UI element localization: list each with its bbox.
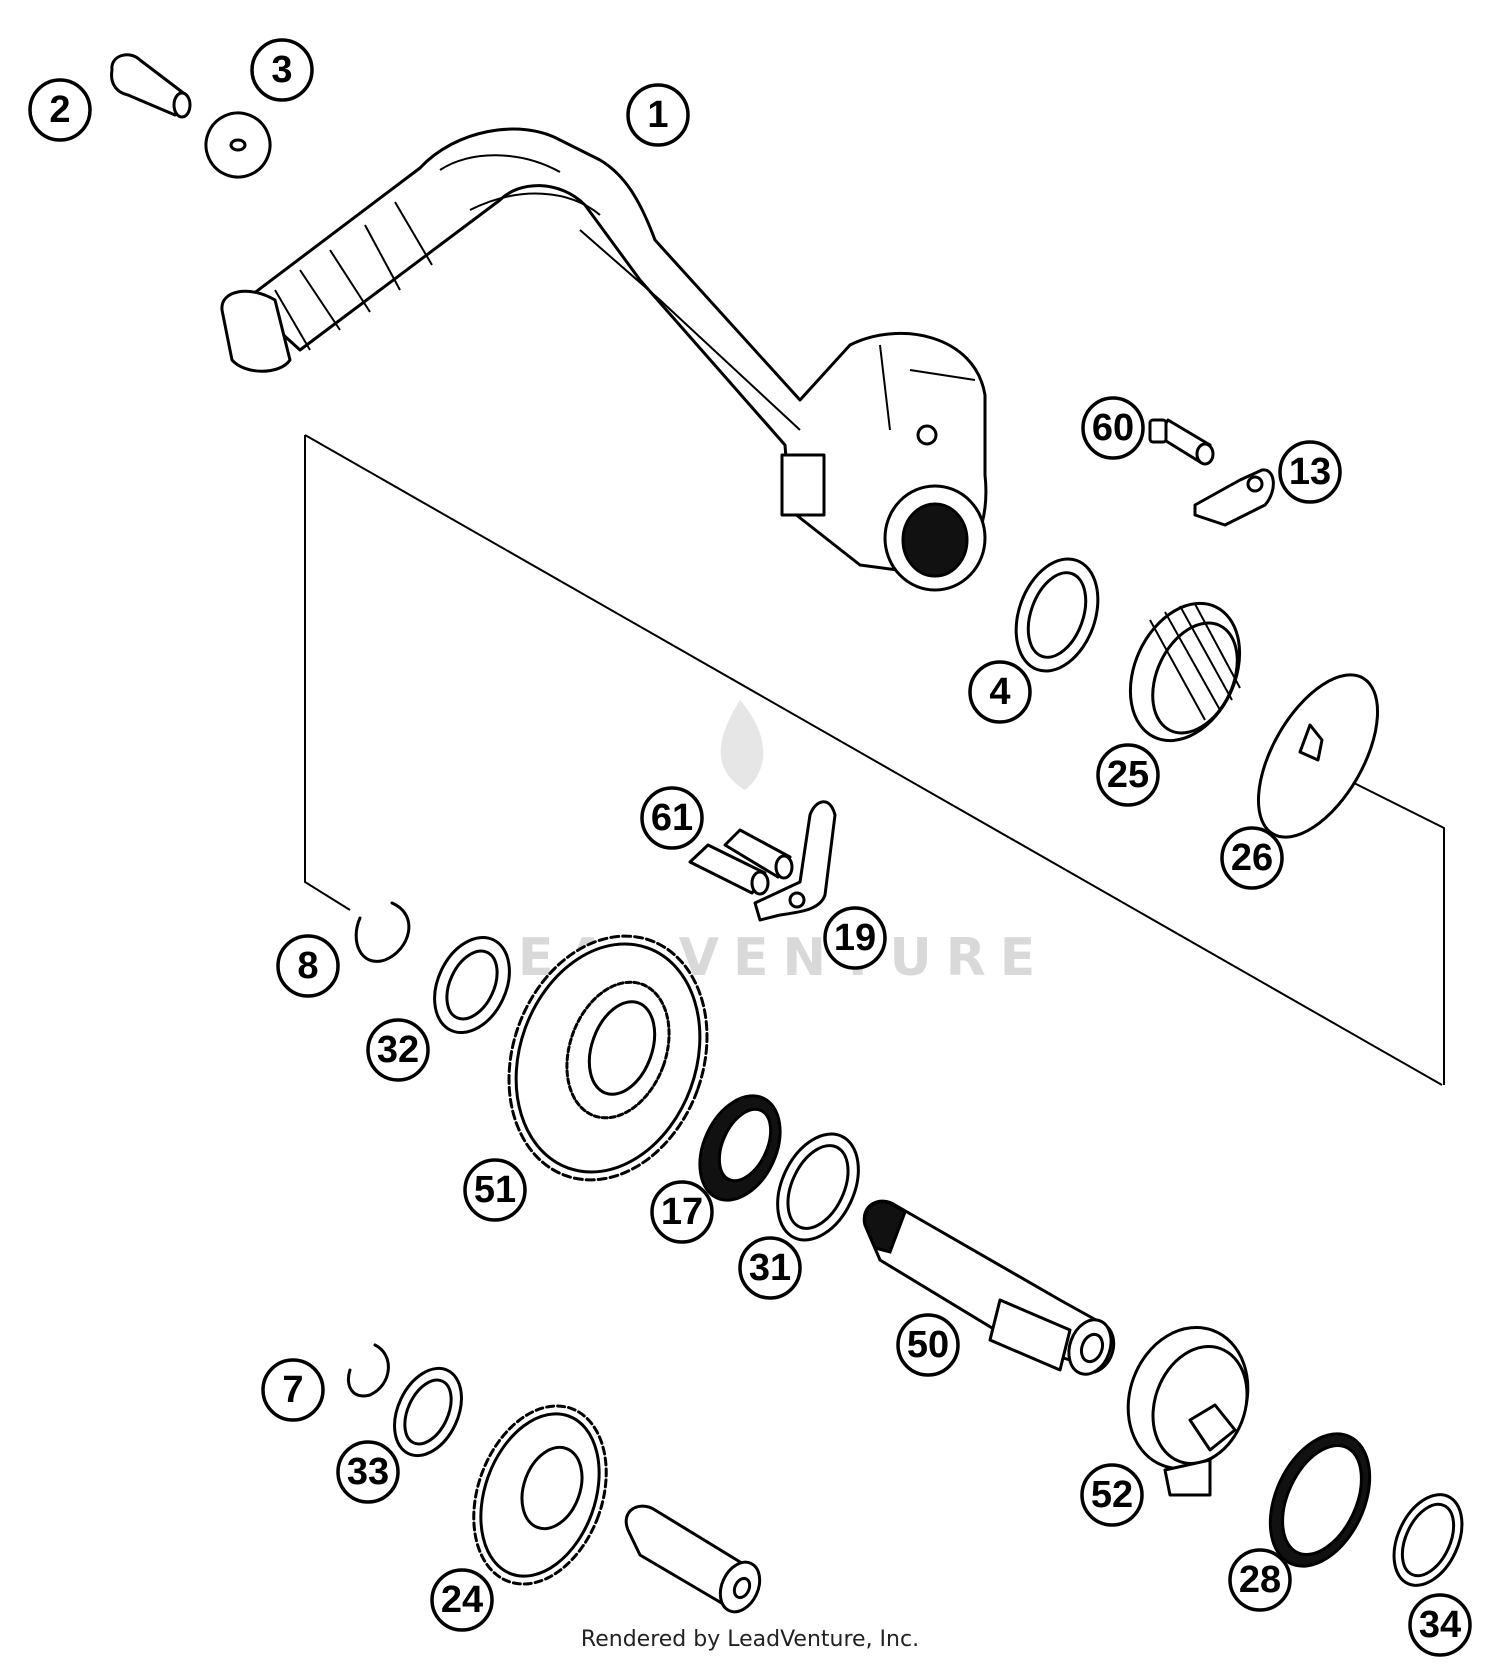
callout-label-28: 28 (1239, 1559, 1281, 1601)
callout-label-26: 26 (1231, 837, 1273, 879)
callout-7: 7 (261, 1358, 325, 1422)
callout-label-13: 13 (1289, 451, 1331, 493)
callout-label-2: 2 (49, 89, 70, 131)
part-disc-26 (1256, 673, 1380, 839)
callout-33: 33 (336, 1440, 400, 1504)
part-ratchet-52 (1126, 1325, 1250, 1497)
callout-34: 34 (1408, 1593, 1472, 1657)
part-washer-32 (433, 935, 511, 1035)
part-sleeve (624, 1504, 762, 1614)
part-ring-28 (1268, 1432, 1372, 1568)
callout-19: 19 (823, 906, 887, 970)
callout-24: 24 (430, 1568, 494, 1632)
part-gear-51 (507, 934, 709, 1182)
callout-60: 60 (1081, 396, 1145, 460)
part-screw-60 (1148, 418, 1215, 466)
callout-label-3: 3 (271, 49, 292, 91)
part-washer-3 (204, 111, 272, 179)
watermark-flame-icon (720, 700, 764, 790)
part-kickstarter-lever (220, 127, 988, 592)
callout-31: 31 (738, 1236, 802, 1300)
part-gear-24 (472, 1404, 608, 1586)
part-bearing-17 (698, 1094, 782, 1202)
render-credit: Rendered by LeadVenture, Inc. (580, 1627, 920, 1652)
part-circlip-7 (346, 1343, 390, 1398)
callout-51: 51 (463, 1158, 527, 1222)
callout-label-60: 60 (1092, 407, 1134, 449)
callout-label-51: 51 (474, 1169, 516, 1211)
callout-2: 2 (28, 78, 92, 142)
callout-label-8: 8 (297, 945, 318, 987)
callout-label-34: 34 (1419, 1604, 1461, 1646)
callout-label-32: 32 (377, 1029, 419, 1071)
callout-label-50: 50 (907, 1324, 949, 1366)
part-circlip-8 (354, 901, 411, 963)
callout-label-61: 61 (651, 797, 693, 839)
callout-28: 28 (1228, 1548, 1292, 1612)
part-guide-19 (753, 800, 837, 922)
part-washer-33 (393, 1366, 463, 1458)
callout-61-bolts: 61 (640, 786, 704, 850)
callout-8: 8 (276, 934, 340, 998)
part-bolts-61 (688, 828, 794, 896)
callout-50: 50 (896, 1313, 960, 1377)
part-washer-4 (1014, 557, 1100, 673)
part-spring-25 (1128, 601, 1242, 743)
callout-32: 32 (366, 1018, 430, 1082)
callout-label-19: 19 (834, 917, 876, 959)
callout-26: 26 (1220, 826, 1284, 890)
part-plate-13 (1193, 468, 1275, 527)
callout-52: 52 (1080, 1463, 1144, 1527)
callout-label-4: 4 (989, 671, 1010, 713)
callout-4: 4 (968, 660, 1032, 724)
callout-1: 1 (626, 83, 690, 147)
callout-17: 17 (650, 1180, 714, 1244)
callout-label-33: 33 (347, 1451, 389, 1493)
callout-label-31: 31 (749, 1247, 791, 1289)
callout-label-7: 7 (282, 1369, 303, 1411)
part-bolt-2 (110, 53, 192, 119)
callout-13: 13 (1278, 440, 1342, 504)
callout-label-25: 25 (1107, 754, 1149, 796)
callout-label-17: 17 (661, 1191, 703, 1233)
part-washer-34 (1392, 1493, 1464, 1587)
part-washer-31 (776, 1132, 860, 1242)
part-shaft-50 (862, 1199, 1116, 1376)
callout-label-24: 24 (441, 1579, 483, 1621)
callout-label-52: 52 (1091, 1474, 1133, 1516)
assembly-bracket-lines (304, 434, 1445, 1086)
callout-3: 3 (250, 38, 314, 102)
callout-label-1: 1 (647, 94, 668, 136)
callout-25: 25 (1096, 743, 1160, 807)
